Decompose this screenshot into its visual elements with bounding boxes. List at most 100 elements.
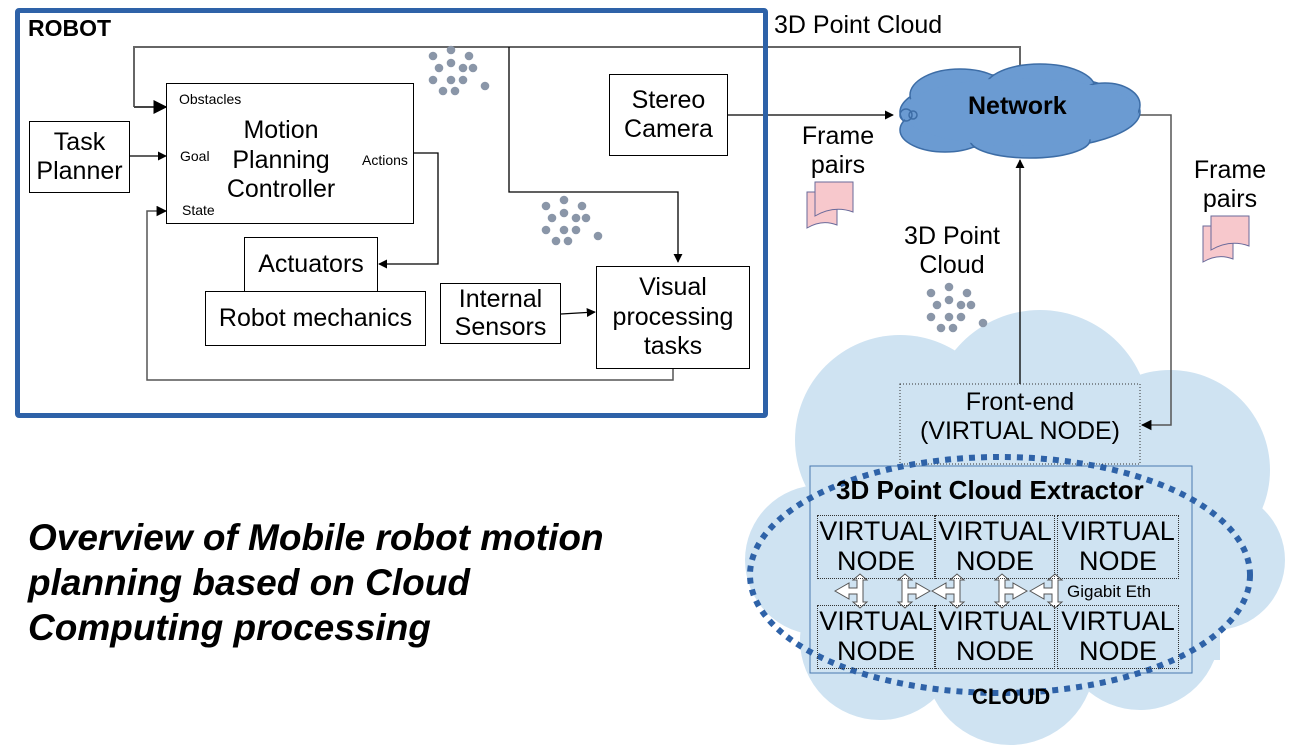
caption-line1: Overview of Mobile robot motion [28,517,604,558]
point-dot [577,201,587,211]
internal-sensors-line2: Sensors [454,312,547,341]
point-cloud-mid-line2: Cloud [919,250,985,279]
actuators-box[interactable]: Actuators [244,237,378,292]
caption-line3: Computing processing [28,607,431,649]
point-dot [559,208,569,218]
internal-sensors-line1: Internal [458,285,543,313]
frame-pairs-left-line1: Frame [801,122,875,150]
visual-processing-line2: processing [612,302,734,331]
point-cloud-icon-mid [541,195,603,246]
stereo-camera-box[interactable]: Stereo Camera [609,74,728,156]
point-dot [458,63,468,73]
frame-pairs-doc-icon-left [806,181,854,229]
obstacles-input-label: Obstacles [179,91,242,107]
point-dot [581,213,591,223]
point-cloud-mid-line1: 3D Point [904,222,1000,250]
internal-sensors-box[interactable]: Internal Sensors [440,283,561,344]
front-end-box[interactable]: Front-end (VIRTUAL NODE) [900,386,1140,448]
gigabit-eth-label: Gigabit Eth [1067,582,1152,601]
point-dot [559,225,569,235]
task-planner-box[interactable]: Task Planner [29,121,130,193]
goal-input-label: Goal [180,148,210,164]
point-dot [932,300,942,310]
point-dot [446,58,456,68]
virtual-node-line2: NODE [955,546,1034,576]
point-dot [593,231,603,241]
point-dot [948,323,958,333]
point-dot [434,63,444,73]
point-dot [464,51,474,61]
point-dot [547,213,557,223]
visual-processing-line3: tasks [643,332,703,361]
front-end-line2: (VIRTUAL NODE) [919,417,1121,445]
motion-planning-controller-box[interactable]: Obstacles Goal State Actions Motion Plan… [166,83,414,224]
point-dot [571,213,581,223]
cluster-dotted-ellipse [747,454,1253,696]
gigabit-link-arrows [833,573,1064,609]
controller-line3: Controller [226,175,336,203]
point-dot [438,86,448,96]
extractor-title: 3D Point Cloud Extractor [836,475,1144,505]
frame-pairs-right-line1: Frame [1193,156,1267,184]
robot-mechanics-box[interactable]: Robot mechanics [205,291,426,346]
stereo-camera-line1: Stereo [631,86,706,115]
point-dot [926,288,936,298]
point-dot [468,63,478,73]
frame-pairs-left-line2: pairs [810,150,866,179]
stereo-camera-line2: Camera [624,115,713,143]
virtual-node-line1: VIRTUAL [819,606,933,637]
point-dot [978,318,988,328]
point-dot [956,300,966,310]
point-dot [962,288,972,298]
point-dot [446,75,456,85]
virtual-node-line1: VIRTUAL [1061,516,1175,547]
virtual-node-line2: NODE [1078,636,1157,666]
virtual-node-line1: VIRTUAL [938,516,1052,547]
cloud-label: CLOUD [972,684,1051,709]
actions-output-label: Actions [362,152,408,168]
task-planner-line1: Task [53,128,106,157]
visual-processing-line1: Visual [639,273,707,302]
point-cloud-top-label: 3D Point Cloud [774,11,943,39]
frame-pairs-left-label: Frame pairs [795,122,881,180]
virtual-node-line2: NODE [836,636,915,666]
frame-pairs-doc-icon-right [1202,215,1250,263]
point-dot [428,51,438,61]
point-dot [936,323,946,333]
point-dot [966,300,976,310]
point-dot [563,236,573,246]
actuators-label: Actuators [258,250,364,278]
virtual-node-line2: NODE [955,636,1034,666]
robot-title: ROBOT [28,15,112,41]
controller-line1: Motion [243,116,319,144]
front-end-frame [899,383,1141,465]
diagram-caption: Overview of Mobile robot motion planning… [28,515,604,650]
point-cloud-icon-right [926,282,988,333]
caption-line2: planning based on Cloud [28,562,470,604]
connector-lines [130,46,1172,431]
point-dot [541,201,551,211]
point-cloud-icon-top [428,45,490,96]
network-cloud-icon [899,63,1141,159]
point-dot [559,195,569,205]
point-dot [944,312,954,322]
state-input-label: State [182,202,215,218]
controller-line2: Planning [232,145,330,174]
robot-mechanics-label: Robot mechanics [218,304,413,332]
point-dot [428,75,438,85]
point-dot [480,81,490,91]
point-dot [956,312,966,322]
point-cloud-mid-label: 3D Point Cloud [893,222,1011,280]
virtual-node-line2: NODE [836,546,915,576]
extractor-frame [809,465,1193,674]
visual-processing-box[interactable]: Visual processing tasks [596,266,750,369]
task-planner-line2: Planner [36,157,123,185]
